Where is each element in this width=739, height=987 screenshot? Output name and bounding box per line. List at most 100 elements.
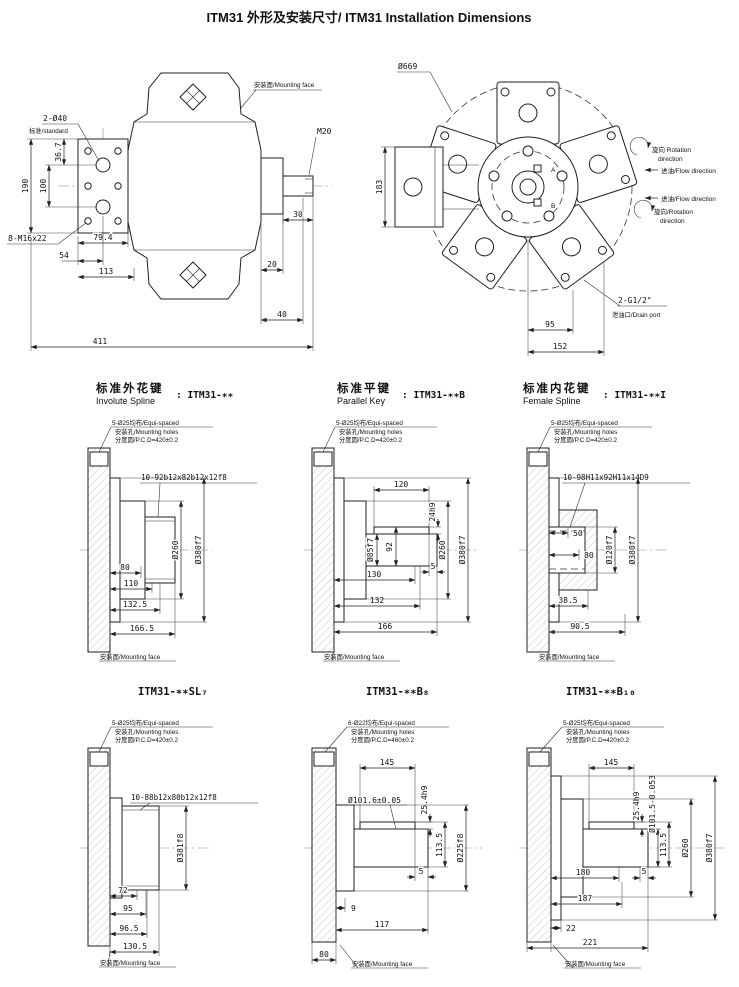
note-line-1: 6-Ø22均布/Equi-spaced — [348, 718, 415, 727]
dim-label: 25.4h9 — [420, 785, 429, 814]
shaft-hub — [343, 500, 367, 600]
mounting-hole-section — [89, 751, 109, 767]
note-line-1: 5-Ø25均布/Equi-spaced — [551, 418, 618, 427]
callout-drain-port: 2-G1/2" 泄油口/Drain port — [583, 279, 667, 320]
dim-dia-380: Ø380f7 — [344, 477, 471, 623]
valve-detail-top — [179, 83, 207, 111]
note-equi-spaced: 5-Ø25均布/Equi-spaced 安装孔/Mounting holes 分… — [322, 417, 437, 453]
section-b10: 5-Ø25均布/Equi-spaced 安装孔/Mounting holes 分… — [519, 717, 728, 969]
rotation-direction-top: 旋向 Rotation direction — [629, 137, 691, 163]
dim-label: 40 — [277, 310, 287, 319]
callout-flange-holes: 2-Ø40 标准/standard — [28, 112, 100, 162]
dim-label: 20 — [267, 260, 277, 269]
hole-callout-label: 2-Ø40 — [43, 113, 67, 123]
key — [359, 821, 416, 830]
rotation-label: 旋向 Rotation — [652, 145, 691, 154]
dim-145: 145 — [588, 757, 635, 822]
dim-30: 30 — [282, 196, 314, 224]
dim-dia-381: Ø381f8 — [159, 805, 189, 891]
note-equi-spaced: 5-Ø25均布/Equi-spaced 安装孔/Mounting holes 分… — [537, 417, 652, 453]
dim-label: 72 — [118, 886, 128, 895]
mounting-hole-section — [89, 451, 109, 467]
dim-label: Ø260 — [680, 838, 690, 857]
dim-label: 80 — [584, 551, 594, 560]
section-title: ITM31-∗∗SL₇ — [138, 686, 208, 698]
dim-dia-380: Ø380f7 — [561, 775, 718, 921]
flange-section — [526, 447, 550, 653]
dim-label: 145 — [380, 758, 395, 767]
dim-5: 5 — [421, 534, 445, 576]
note-line-2: 安装孔/Mounting holes — [339, 427, 402, 436]
dia-669-label: Ø669 — [398, 61, 417, 71]
mounting-face-label: 安装面/Mounting face — [100, 652, 161, 661]
dim-label: Ø225f8 — [455, 833, 465, 862]
dim-label: 180 — [576, 868, 591, 877]
thread-label: M20 — [317, 127, 332, 136]
dim-label: 411 — [93, 337, 108, 346]
dim-label: 5 — [431, 562, 436, 571]
dim-label: 30 — [293, 210, 303, 219]
dim-120: 120 — [373, 479, 430, 527]
note-equi-spaced: 5-Ø25均布/Equi-spaced 安装孔/Mounting holes 分… — [98, 717, 213, 753]
dim-dia-380: Ø380f7 — [559, 477, 641, 623]
dim-166-5: 166.5 — [109, 583, 176, 638]
dim-50: 50 — [548, 527, 584, 539]
dim-dia-101-5: Ø101.5-0.053 — [646, 774, 661, 868]
note-line-2: 安装孔/Mounting holes — [115, 727, 178, 736]
section-title-en: Female Spline — [523, 396, 581, 406]
standard-label: 标准/standard — [29, 126, 68, 135]
dim-label: 183 — [375, 180, 384, 195]
dim-label: 9 — [351, 904, 356, 913]
section-model: : ITM31-∗∗I — [603, 390, 666, 401]
dim-dia-85: Ø85f7 — [364, 533, 380, 567]
rotation-label-2: direction — [660, 218, 685, 225]
dim-dia-380: Ø380f7 — [120, 477, 207, 623]
note-line-1: 5-Ø25均布/Equi-spaced — [336, 418, 403, 427]
dim-label: 117 — [375, 920, 390, 929]
section-parallel-key: 5-Ø25均布/Equi-spaced 安装孔/Mounting holes 分… — [304, 417, 476, 662]
spline-spec-label: 10-88b12x80b12x12f8 — [131, 793, 217, 802]
dim-92: 92 — [384, 526, 399, 567]
dim-label: 132 — [370, 596, 385, 605]
label-mounting-face: 安装面/Mounting face — [99, 949, 176, 968]
dim-95: 95 — [527, 240, 574, 356]
dim-label: 120 — [394, 480, 409, 489]
dim-113: 113 — [77, 266, 135, 281]
dim-dia-225: Ø225f8 — [354, 804, 469, 892]
rotation-arrow-icon — [629, 137, 652, 156]
section-title: ITM31-∗∗B₈ — [366, 686, 429, 698]
rotation-direction-bottom: 旋向/Rotation direction — [633, 200, 693, 225]
dim-label: 130.5 — [123, 942, 147, 951]
mounting-face-label: 安装面/Mounting face — [565, 959, 626, 968]
note-line-2: 安装孔/Mounting holes — [351, 727, 414, 736]
flange-section — [87, 747, 111, 947]
dim-label: Ø260 — [170, 540, 180, 559]
dim-label: 24h9 — [428, 502, 437, 521]
pilot-boss — [109, 797, 123, 899]
dim-label: 100 — [39, 179, 48, 194]
motor-body — [127, 72, 262, 300]
label-mounting-face: 安装面/Mounting face — [538, 649, 615, 662]
dim-label: 132.5 — [123, 600, 147, 609]
dim-5: 5 — [407, 829, 436, 881]
mounting-face-label: 安装面/Mounting face — [100, 958, 161, 967]
dim-label: Ø381f8 — [175, 833, 185, 862]
mounting-face-label: 安装面/Mounting face — [254, 80, 315, 89]
dim-22: 22 — [550, 920, 577, 934]
key — [373, 526, 430, 535]
dim-dia-120: Ø120f7 — [585, 526, 618, 574]
spline-spec: 10-98H11x92H11x14D9 — [562, 472, 690, 528]
dim-80: 80 — [311, 936, 337, 964]
dim-132-5: 132.5 — [109, 583, 161, 614]
dim-113-5: 113.5 — [634, 821, 672, 868]
dim-label: 152 — [553, 342, 568, 351]
label-mounting-face: 安装面/Mounting face — [339, 944, 428, 969]
dim-label: 187 — [578, 894, 593, 903]
dim-152: 152 — [527, 262, 605, 356]
dia-callout-label: Ø101.6±0.05 — [348, 795, 401, 805]
port-a-label: A — [551, 167, 556, 174]
dim-dia-260: Ø260 — [145, 500, 184, 600]
callout-bolts: 8-M16x22 — [7, 222, 87, 245]
rotation-arrow-icon — [633, 200, 656, 219]
